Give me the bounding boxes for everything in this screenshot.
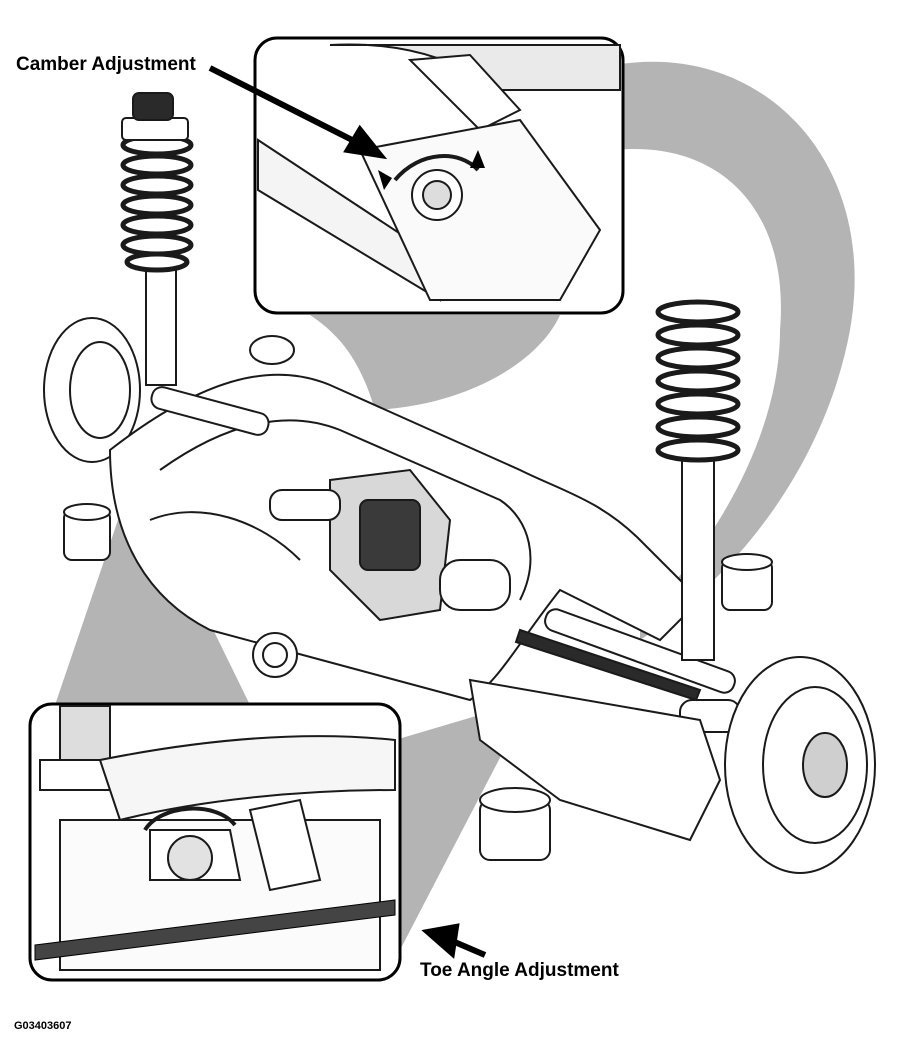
suspension-assembly <box>43 92 876 874</box>
figure-code: G03403607 <box>14 1020 72 1032</box>
toe-link <box>514 628 702 702</box>
right-coil-spring <box>655 299 741 463</box>
left-damper-tube <box>145 269 177 386</box>
threaded-rod <box>34 899 396 961</box>
lower-control-arm <box>468 678 722 842</box>
camber-callout-wedge <box>615 61 855 641</box>
toe-callout-wedge-right <box>395 700 530 950</box>
camber-callout-wedge-lower <box>310 315 560 410</box>
right-damper-tube <box>681 459 715 661</box>
callout-wedges <box>55 61 855 950</box>
toe-angle-adjustment-label: Toe Angle Adjustment <box>420 960 619 981</box>
camber-adjustment-label: Camber Adjustment <box>16 54 196 75</box>
toe-inset <box>28 702 402 982</box>
drive-shafts <box>150 386 741 733</box>
mount-bushings <box>63 335 773 861</box>
left-coil-spring <box>120 133 194 273</box>
camber-inset <box>253 36 625 315</box>
toe-callout-wedge-left <box>55 470 250 705</box>
rotation-marks <box>378 170 392 190</box>
leader-arrows <box>208 65 487 959</box>
camber-arrow-icon <box>208 65 364 148</box>
